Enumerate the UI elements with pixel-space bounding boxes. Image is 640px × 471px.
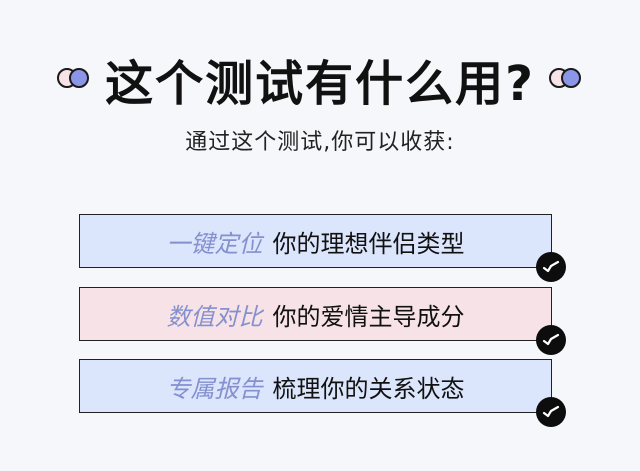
benefit-description: 你的理想伴侣类型: [272, 229, 465, 258]
overlapping-circles-icon: [547, 66, 585, 92]
title-row: 这个测试有什么用?: [0, 44, 640, 114]
subtitle: 通过这个测试,你可以收获:: [185, 130, 455, 155]
benefit-keyword: 数值对比: [166, 302, 263, 331]
blue-circle-icon: [69, 68, 90, 88]
benefit-card: 专属报告 梳理你的关系状态: [79, 359, 566, 427]
check-circle-icon: [536, 397, 566, 427]
benefit-keyword: 专属报告: [166, 374, 263, 403]
overlapping-circles-icon: [55, 66, 93, 92]
check-circle-icon: [536, 252, 566, 282]
benefit-card: 数值对比 你的爱情主导成分: [79, 287, 566, 355]
page-title: 这个测试有什么用?: [105, 56, 535, 112]
benefit-keyword: 一键定位: [166, 229, 263, 258]
blue-circle-icon: [560, 68, 581, 88]
benefit-description: 梳理你的关系状态: [272, 374, 465, 403]
benefit-card: 一键定位 你的理想伴侣类型: [79, 214, 566, 282]
benefit-description: 你的爱情主导成分: [272, 302, 465, 331]
check-circle-icon: [536, 325, 566, 355]
